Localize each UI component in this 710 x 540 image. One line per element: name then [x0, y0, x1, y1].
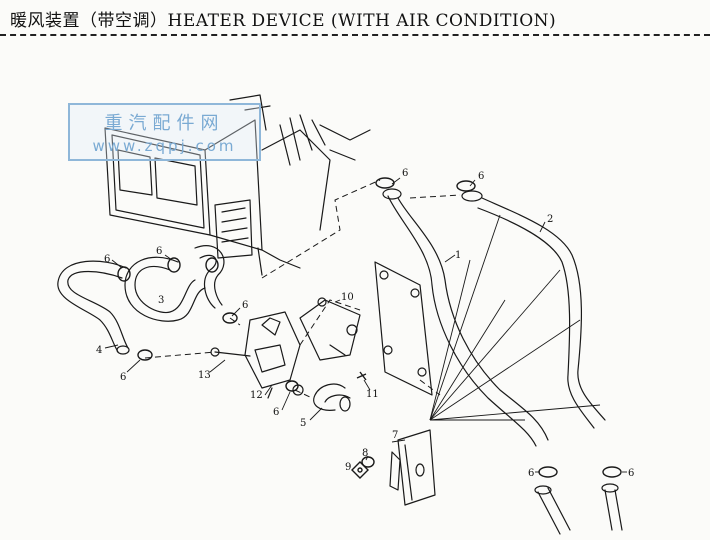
heater-valve	[210, 311, 304, 399]
callout-2: 2	[547, 214, 553, 225]
callout-1: 1	[455, 250, 461, 261]
hose-4	[57, 260, 130, 355]
hose-5	[313, 383, 351, 412]
mounting-plate	[299, 261, 433, 396]
callout-6-left-hose: 6	[120, 372, 126, 383]
callout-7: 7	[392, 430, 398, 441]
watermark-text-url: www.zqpj.com	[92, 137, 237, 155]
callout-6-top-left: 6	[402, 168, 408, 179]
callout-4: 4	[96, 345, 102, 356]
callout-labels: 1 2 3 4 5 6 6 6 6 6 6 6 6 6 7 8 9 10 11 …	[96, 168, 634, 479]
callout-3: 3	[158, 295, 164, 306]
callout-6-dash-a: 6	[104, 254, 110, 265]
callout-10: 10	[341, 292, 354, 303]
pipe-end-left	[534, 485, 571, 535]
callout-13: 13	[198, 370, 211, 381]
leader-lines	[104, 177, 627, 473]
callout-6-valve-bottom: 6	[273, 407, 279, 418]
callout-6-valve-top: 6	[242, 300, 248, 311]
watermark-stamp: 重汽配件网 www.zqpj.com	[68, 103, 261, 161]
callout-6-bottom-left: 6	[528, 468, 534, 479]
dashboard-panel	[104, 94, 371, 276]
callout-8: 8	[362, 448, 368, 459]
callout-9: 9	[345, 462, 351, 473]
header-divider	[0, 34, 710, 36]
hose-clamps	[117, 177, 622, 479]
page-title: 暖风装置（带空调）HEATER DEVICE (WITH AIR CONDITI…	[10, 11, 557, 31]
callout-11: 11	[366, 389, 379, 400]
watermark-text-cn: 重汽配件网	[104, 113, 225, 134]
bracket-7	[389, 429, 436, 506]
callout-5: 5	[300, 418, 306, 429]
hose-2	[461, 190, 606, 429]
pipe-end-right	[601, 483, 623, 531]
hose-3	[124, 245, 225, 322]
callout-6-dash-b: 6	[156, 246, 162, 257]
callout-6-top-right: 6	[478, 171, 484, 182]
callout-6-bottom-right: 6	[628, 468, 634, 479]
callout-12: 12	[250, 390, 263, 401]
